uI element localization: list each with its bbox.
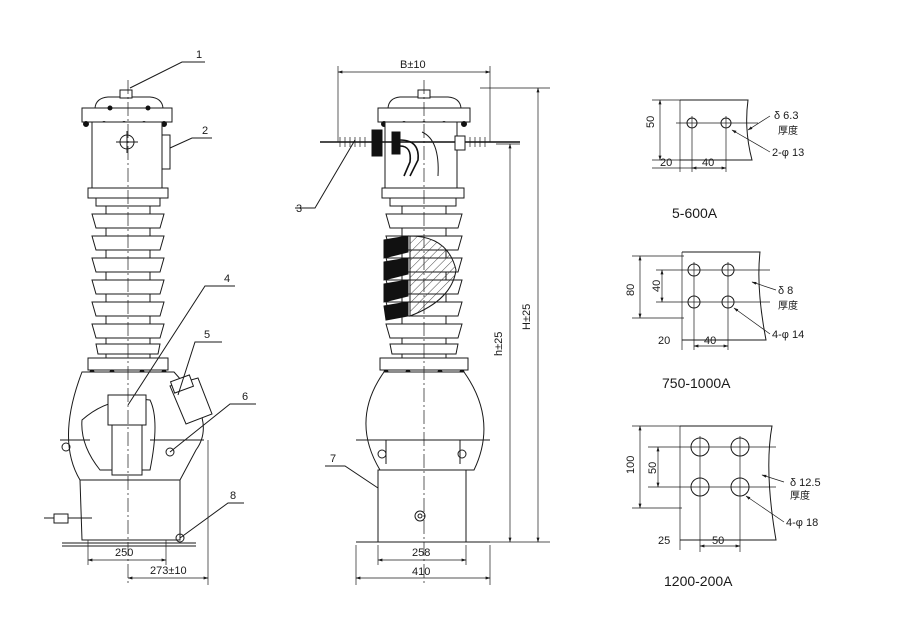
terminal-detail-1 — [652, 99, 771, 172]
callout-7: 7 — [330, 453, 336, 465]
terminal-detail-3 — [632, 425, 785, 552]
t2-holes: 4-φ 14 — [772, 329, 804, 341]
callout-3: 3 — [296, 203, 302, 215]
left-grounding-bolt — [44, 513, 92, 524]
t1-thickness: δ 6.3 — [774, 110, 798, 122]
callout-8: 8 — [230, 490, 236, 502]
callout-1: 1 — [196, 49, 202, 61]
section-hatch — [409, 235, 457, 317]
t2-pitch: 40 — [704, 335, 716, 347]
t3-inner-height: 50 — [647, 462, 659, 474]
t2-thickness-note: 厚度 — [778, 299, 798, 312]
dim-410: 410 — [412, 566, 430, 578]
left-view-transformer — [44, 80, 213, 585]
t2-thickness: δ 8 — [778, 285, 793, 297]
t2-edge: 20 — [658, 335, 670, 347]
callout-numbers: 1 2 3 4 5 6 7 8 — [196, 49, 336, 502]
t1-pitch: 40 — [702, 157, 714, 169]
t3-pitch: 50 — [712, 535, 724, 547]
dim-273: 273±10 — [150, 565, 187, 577]
t3-edge: 25 — [658, 535, 670, 547]
t1-edge: 20 — [660, 157, 672, 169]
t3-height: 100 — [625, 456, 637, 474]
t1-holes: 2-φ 13 — [772, 147, 804, 159]
left-top-nut — [119, 89, 133, 99]
t3-thickness-note: 厚度 — [790, 489, 810, 502]
middle-view-transformer — [320, 80, 520, 585]
left-base — [79, 479, 181, 541]
t1-height: 50 — [645, 116, 657, 128]
t3-thickness: δ 12.5 — [790, 477, 821, 489]
t1-thickness-note: 厚度 — [778, 124, 798, 137]
dim-258: 258 — [412, 547, 430, 559]
t2-height: 80 — [625, 284, 637, 296]
middle-ground-terminal — [414, 510, 426, 522]
dim-h: h±25 — [493, 332, 505, 356]
left-top-flange — [81, 107, 173, 123]
left-top-dome — [94, 96, 164, 109]
callout-6: 6 — [242, 391, 248, 403]
callout-2: 2 — [202, 125, 208, 137]
t2-caption: 750-1000A — [662, 375, 731, 391]
callout-5: 5 — [204, 329, 210, 341]
dim-H: H±25 — [521, 304, 533, 330]
t3-holes: 4-φ 18 — [786, 517, 818, 529]
callout-4: 4 — [224, 273, 230, 285]
terminal-detail-2 — [632, 251, 777, 350]
t3-caption: 1200-200A — [664, 573, 733, 589]
dim-250: 250 — [115, 547, 133, 559]
t1-caption: 5-600A — [672, 205, 718, 221]
dimension-lines — [87, 66, 550, 580]
t2-inner-height: 40 — [651, 280, 663, 292]
dim-B: B±10 — [400, 59, 426, 71]
left-side-box — [161, 134, 171, 170]
